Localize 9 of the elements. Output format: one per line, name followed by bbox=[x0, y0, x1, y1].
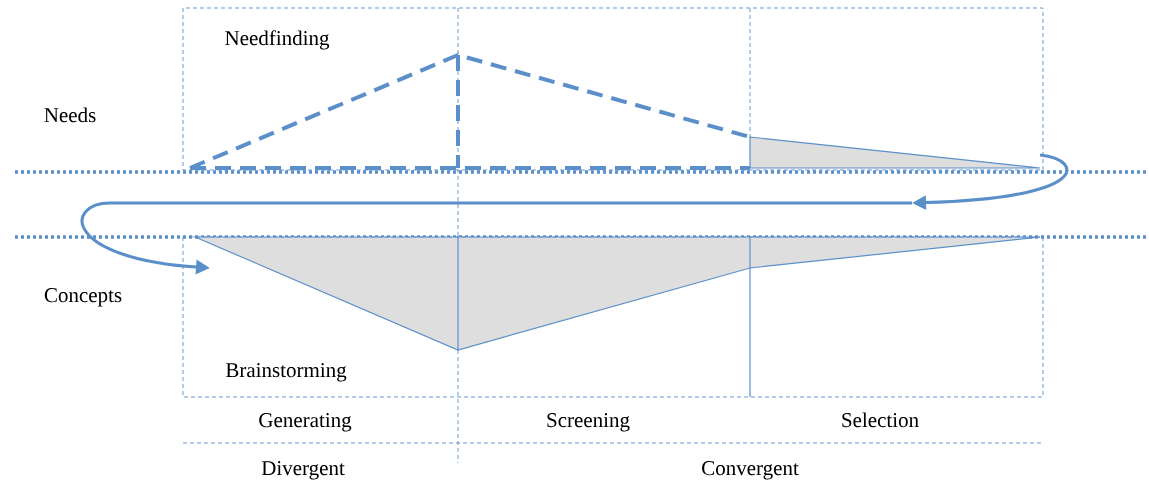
mode-label: Convergent bbox=[702, 461, 799, 480]
level-label: Concepts bbox=[44, 288, 122, 307]
mode-label: Divergent bbox=[261, 461, 345, 480]
phase-label: Brainstorming bbox=[225, 363, 347, 382]
phase-label: Needfinding bbox=[225, 30, 330, 50]
step-label: Selection bbox=[842, 412, 919, 428]
level-label: Needs bbox=[44, 107, 96, 123]
step-label: Screening bbox=[547, 413, 630, 432]
step-label: Generating bbox=[259, 413, 352, 432]
